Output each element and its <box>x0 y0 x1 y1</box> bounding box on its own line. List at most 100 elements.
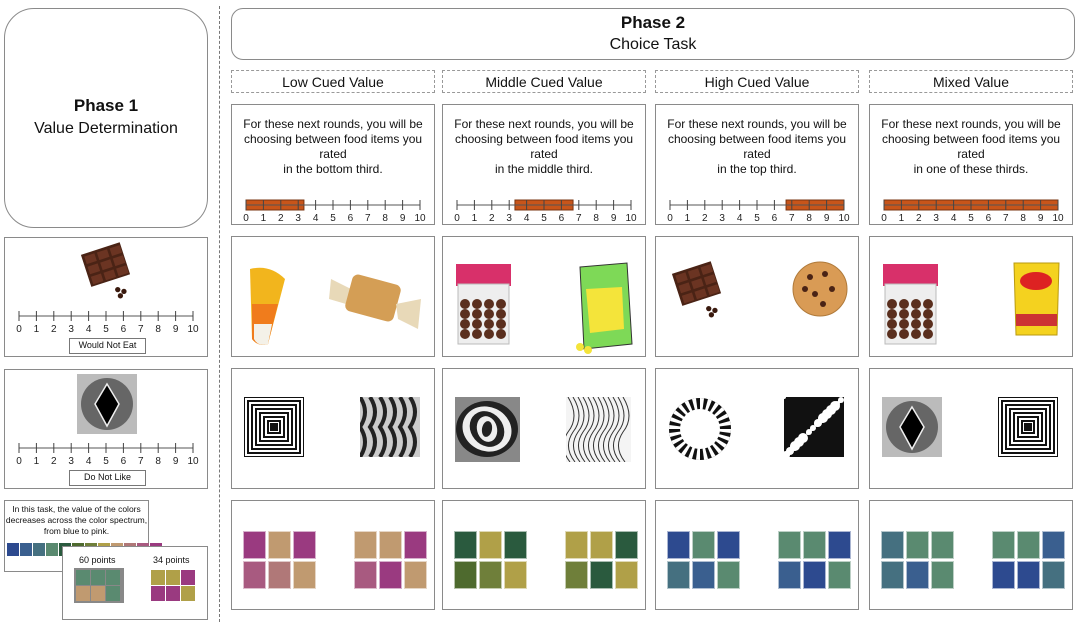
scale-tick-label: 5 <box>541 213 547 223</box>
color-square <box>106 570 120 585</box>
concentric-square-image[interactable] <box>243 396 305 462</box>
color-square <box>803 531 826 559</box>
color-square <box>590 561 613 589</box>
scale-tick-label: 10 <box>414 213 426 223</box>
color-square <box>293 561 316 589</box>
candy-corn-image[interactable] <box>240 259 290 354</box>
pattern-choice-panel <box>869 368 1073 489</box>
scale-tick-label: 8 <box>1020 213 1026 223</box>
caramel-image[interactable] <box>326 259 426 344</box>
color-grid-option-left[interactable] <box>881 531 954 589</box>
popcorn-bag-image[interactable] <box>572 259 637 359</box>
scale-tick-label: 6 <box>772 213 778 223</box>
pattern-choice-panel <box>442 368 646 489</box>
scale-tick-label: 2 <box>51 456 57 466</box>
chips-bag-image[interactable] <box>1009 259 1064 344</box>
fractal-image[interactable] <box>882 397 942 462</box>
scale-tick-label: 9 <box>400 213 406 223</box>
color-grid-option-left[interactable] <box>454 531 527 589</box>
scale-tick-label: 3 <box>68 324 74 334</box>
splatter-image[interactable] <box>782 395 844 462</box>
instruction-line: choosing between food items you rated <box>881 132 1061 161</box>
scale-tick-label: 8 <box>382 213 388 223</box>
scale-tick-label: 1 <box>685 213 691 223</box>
color-square <box>181 570 195 585</box>
wavy-lines-image[interactable] <box>563 396 631 467</box>
color-grid-option-right[interactable] <box>354 531 427 589</box>
color-square <box>931 531 954 559</box>
spectrum-swatch <box>46 543 58 556</box>
color-choice-panel <box>231 500 435 610</box>
scale-tick-label: 4 <box>524 213 530 223</box>
color-square <box>778 531 801 559</box>
color-square <box>565 561 588 589</box>
scale-tick-label: 0 <box>667 213 673 223</box>
color-square <box>354 561 377 589</box>
scale-tick-label: 10 <box>1052 213 1064 223</box>
color-grid-option-left[interactable] <box>243 531 316 589</box>
color-grid-option-right[interactable] <box>565 531 638 589</box>
scale-tick-label: 7 <box>138 456 144 466</box>
color-grid-option-right[interactable] <box>778 531 851 589</box>
condition-header: Middle Cued Value <box>442 70 646 93</box>
color-square <box>565 531 588 559</box>
scale-tick-label: 5 <box>103 324 109 334</box>
color-square <box>615 531 638 559</box>
rating-label: Do Not Like <box>69 470 146 486</box>
scale-tick-label: 1 <box>261 213 267 223</box>
scale-tick-label: 6 <box>559 213 565 223</box>
color-square <box>404 531 427 559</box>
phase1-box: Phase 1 Value Determination <box>4 8 208 228</box>
scale-tick-label: 9 <box>611 213 617 223</box>
scale-tick-label: 9 <box>824 213 830 223</box>
color-square <box>454 561 477 589</box>
fractal-image <box>77 374 137 439</box>
scale-tick-label: 7 <box>365 213 371 223</box>
color-square <box>479 531 502 559</box>
scale-tick-label: 0 <box>16 324 22 334</box>
chocolate-bar-image <box>73 240 143 307</box>
color-square <box>931 561 954 589</box>
phase2-subtitle: Choice Task <box>609 36 697 53</box>
scale-tick-label: 10 <box>187 456 199 466</box>
chocolate-bag-image[interactable] <box>451 259 516 354</box>
scale-tick-label: 1 <box>899 213 905 223</box>
scale-tick-label: 8 <box>155 324 161 334</box>
color-points-example: 60 points 34 points <box>62 546 208 620</box>
phase1-subtitle: Value Determination <box>34 120 178 137</box>
condition-header: Low Cued Value <box>231 70 435 93</box>
scale-tick-label: 6 <box>986 213 992 223</box>
scale-tick-label: 1 <box>34 456 40 466</box>
color-square <box>76 570 90 585</box>
right-points-label: 34 points <box>153 555 190 565</box>
chocolate-bar-image[interactable] <box>664 259 734 326</box>
chocolate-bag-image[interactable] <box>878 259 943 354</box>
radial-ring-image[interactable] <box>668 397 733 467</box>
wave-stripes-image[interactable] <box>357 395 420 462</box>
instruction-line: choosing between food items you rated <box>454 132 634 161</box>
scale-tick-label: 2 <box>489 213 495 223</box>
color-square <box>717 531 740 559</box>
scale-tick-label: 7 <box>138 324 144 334</box>
color-grid-option-left[interactable] <box>667 531 740 589</box>
cookie-image[interactable] <box>790 259 850 324</box>
color-square <box>992 561 1015 589</box>
scale-tick-label: 2 <box>51 324 57 334</box>
scale-tick-label: 5 <box>103 456 109 466</box>
swirl-image[interactable] <box>455 397 520 467</box>
color-square <box>906 561 929 589</box>
color-grid-option-right[interactable] <box>992 531 1065 589</box>
color-square <box>91 570 105 585</box>
concentric-square-image[interactable] <box>997 396 1059 462</box>
color-instruction-line: from blue to pink. <box>43 526 110 536</box>
color-square <box>667 561 690 589</box>
scale-tick-label: 5 <box>968 213 974 223</box>
scale-tick-label: 0 <box>454 213 460 223</box>
scale-tick-label: 2 <box>916 213 922 223</box>
condition-header: Mixed Value <box>869 70 1073 93</box>
